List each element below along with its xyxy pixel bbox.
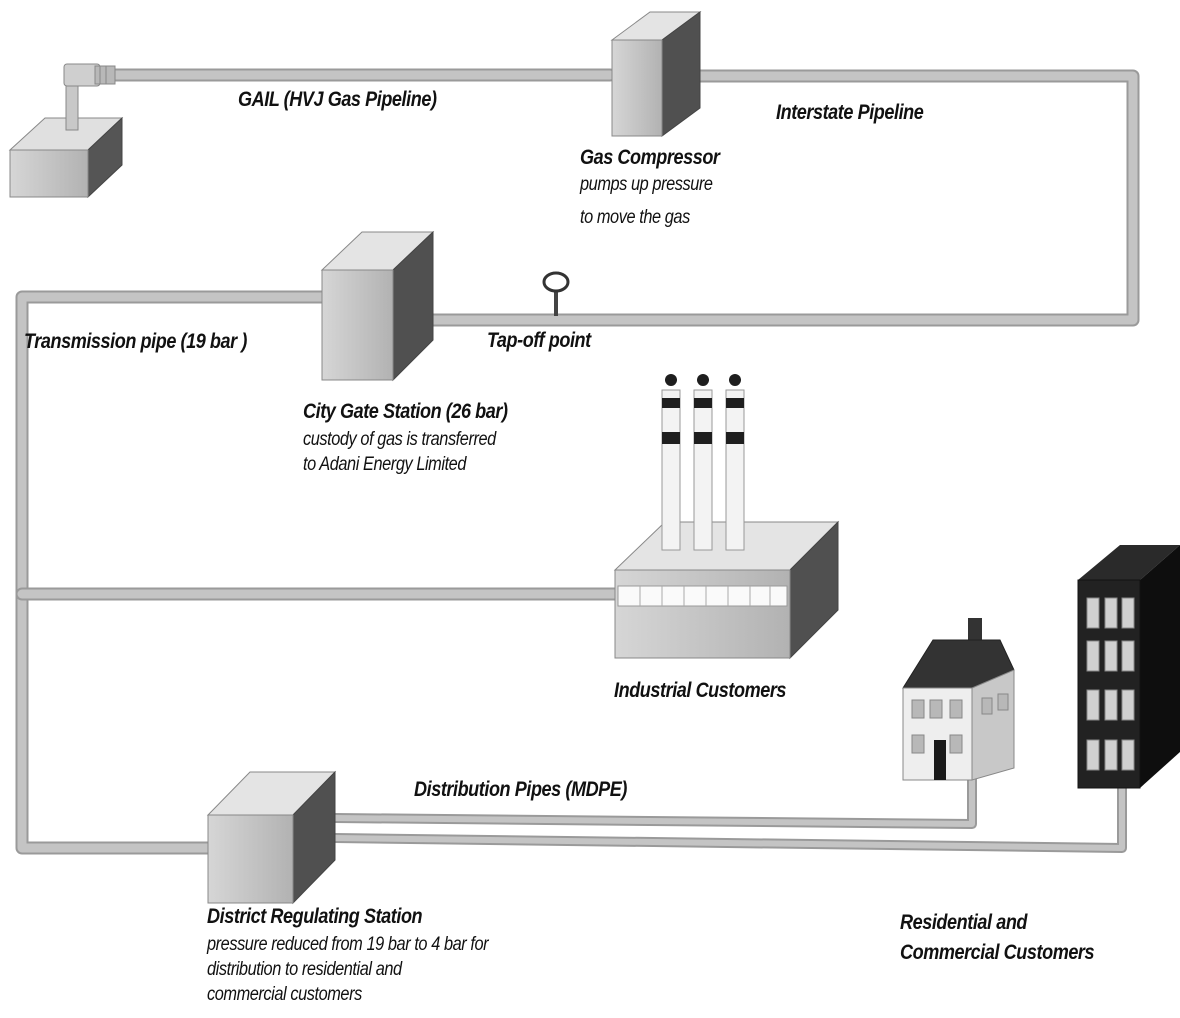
residential-commercial-label-2: Commercial Customers (900, 941, 1095, 964)
gas-compressor-desc-1: pumps up pressure (580, 174, 713, 195)
district-regulating-station-desc-1: pressure reduced from 19 bar to 4 bar fo… (207, 934, 489, 955)
interstate-pipeline-label: Interstate Pipeline (776, 101, 924, 124)
transmission-pipe (15, 290, 622, 855)
city-gate-station-desc-2: to Adani Energy Limited (303, 454, 466, 475)
district-regulating-station-desc-3: commercial customers (207, 984, 362, 1005)
residential-house (902, 618, 1015, 781)
commercial-building (1077, 545, 1180, 789)
district-regulating-station-desc-2: distribution to residential and (207, 959, 402, 980)
smokestacks (661, 374, 745, 551)
tap-off-point-label: Tap-off point (487, 329, 591, 352)
gas-compressor-desc-2: to move the gas (580, 207, 690, 228)
district-regulating-station-title: District Regulating Station (207, 905, 423, 928)
transmission-pipe-label: Transmission pipe (19 bar ) (24, 330, 247, 353)
gas-compressor-box (610, 11, 702, 137)
city-gate-station-desc-1: custody of gas is transferred (303, 429, 496, 450)
tap-off-valve (542, 271, 570, 316)
city-gate-station-title: City Gate Station (26 bar) (303, 400, 508, 423)
pipe-network (15, 68, 1140, 855)
distribution-pipes (330, 770, 1127, 853)
gail-pipeline-label: GAIL (HVJ Gas Pipeline) (238, 88, 437, 111)
industrial-factory (613, 374, 840, 660)
city-gate-station-box (320, 230, 435, 382)
distribution-pipes-label: Distribution Pipes (MDPE) (414, 778, 628, 801)
industrial-customers-label: Industrial Customers (614, 679, 787, 702)
interstate-pipeline (403, 69, 1140, 327)
district-regulating-station-box (206, 770, 337, 905)
gas-source-well (8, 63, 124, 199)
residential-commercial-label-1: Residential and (900, 911, 1028, 934)
gas-compressor-title: Gas Compressor (580, 146, 720, 169)
